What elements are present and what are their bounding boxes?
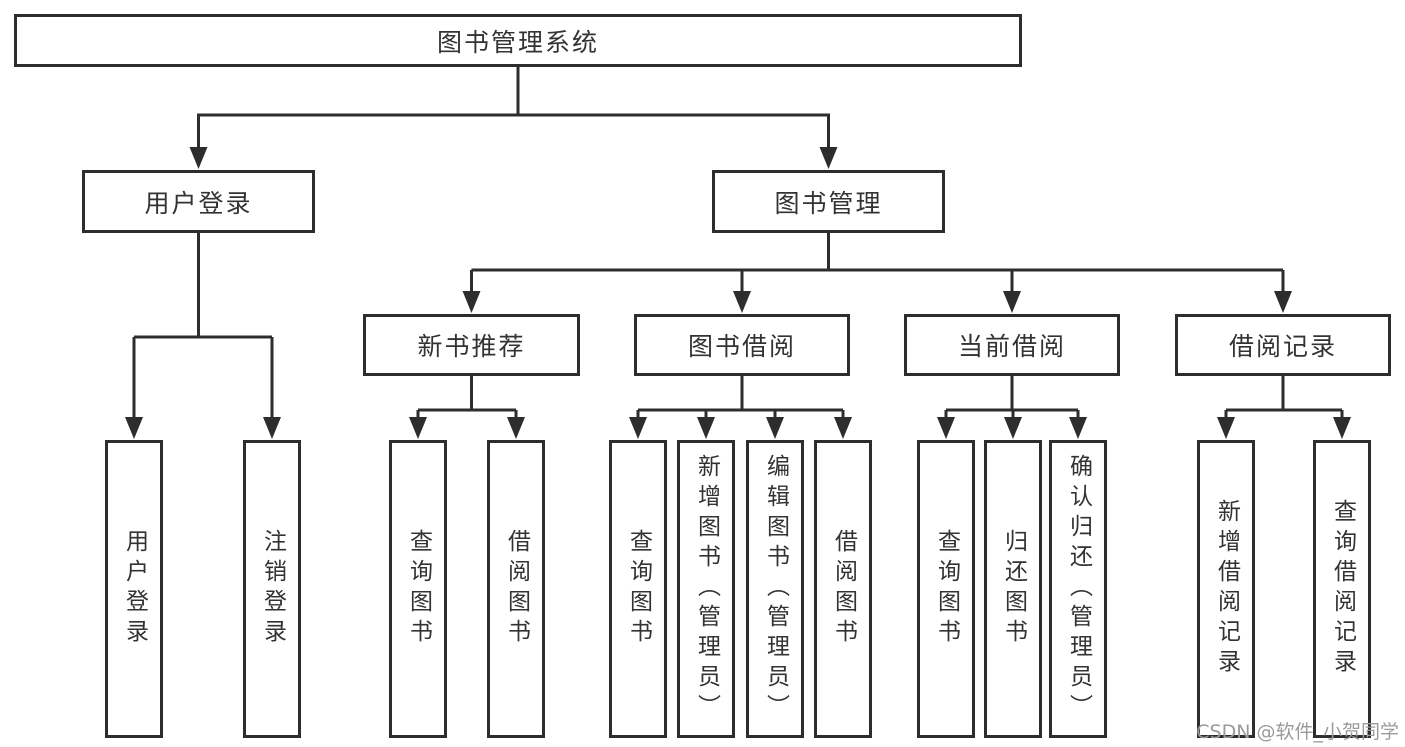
node-root: 图书管理系统 <box>14 14 1022 67</box>
leaf-records-add-record: 新增借阅记录 <box>1197 440 1255 738</box>
leaf-current-query-books: 查询图书 <box>917 440 975 738</box>
arrowhead-borrow-add <box>697 417 715 439</box>
arrowhead-leaf-logout <box>263 417 281 439</box>
connector-login-to-leaves <box>132 233 274 418</box>
connector-records-to-leaves <box>1224 376 1344 418</box>
node-label: 图书借阅 <box>687 332 796 361</box>
leaf-label: 借阅图书 <box>830 529 857 649</box>
node-borrow-records: 借阅记录 <box>1175 314 1391 376</box>
arrowhead-borrow-borrow <box>834 417 852 439</box>
node-book-borrow: 图书借阅 <box>634 314 850 376</box>
leaf-label: 新增图书（管理员） <box>693 454 720 724</box>
leaf-logout-login: 注销登录 <box>243 440 301 738</box>
node-user-login: 用户登录 <box>82 170 315 233</box>
arrowhead-book-management <box>819 147 838 169</box>
arrowhead-user-login <box>189 147 208 169</box>
leaf-label: 编辑图书（管理员） <box>762 454 789 724</box>
connector-current-to-leaves <box>944 376 1080 418</box>
leaf-recommend-borrow-books: 借阅图书 <box>487 440 545 738</box>
arrowhead-new-book-recommend <box>462 291 481 313</box>
leaf-user-login: 用户登录 <box>105 440 163 738</box>
connector-borrow-to-leaves <box>636 376 845 418</box>
arrowhead-current-query <box>937 417 955 439</box>
arrowhead-records-add <box>1217 417 1235 439</box>
connector-recommend-to-leaves <box>416 376 518 418</box>
leaf-label: 查询图书 <box>405 529 432 649</box>
node-current-borrow: 当前借阅 <box>904 314 1120 376</box>
leaf-recommend-query-books: 查询图书 <box>389 440 447 738</box>
leaf-label: 注销登录 <box>259 529 286 649</box>
leaf-label: 用户登录 <box>121 529 148 649</box>
leaf-label: 查询图书 <box>933 529 960 649</box>
arrowhead-leaf-user-login <box>125 417 143 439</box>
leaf-label: 查询图书 <box>625 529 652 649</box>
leaf-label: 新增借阅记录 <box>1213 499 1240 679</box>
connector-mgmt-to-level3 <box>470 233 1285 292</box>
leaf-records-query-record: 查询借阅记录 <box>1313 440 1371 738</box>
leaf-current-confirm-return: 确认归还（管理员） <box>1049 440 1107 738</box>
node-label: 借阅记录 <box>1228 332 1337 361</box>
leaf-borrow-edit-books: 编辑图书（管理员） <box>746 440 804 738</box>
arrowhead-records-query <box>1333 417 1351 439</box>
node-book-management: 图书管理 <box>712 170 945 233</box>
node-new-book-recommend: 新书推荐 <box>363 314 580 376</box>
leaf-label: 确认归还（管理员） <box>1065 454 1092 724</box>
arrowhead-current-return <box>1004 417 1022 439</box>
leaf-borrow-query-books: 查询图书 <box>609 440 667 738</box>
watermark: CSDN @软件_小贺同学 <box>1196 721 1399 743</box>
node-label: 当前借阅 <box>957 332 1066 361</box>
arrowhead-current-confirm <box>1069 417 1087 439</box>
arrowhead-current-borrow <box>1003 291 1021 313</box>
arrowhead-borrow-query <box>629 417 647 439</box>
node-label: 图书管理 <box>774 188 883 218</box>
node-label: 用户登录 <box>144 188 253 218</box>
node-label: 新书推荐 <box>417 332 526 361</box>
arrowhead-borrow-edit <box>766 417 784 439</box>
node-label: 图书管理系统 <box>436 27 599 57</box>
connector-root-to-level2 <box>197 67 830 148</box>
leaf-current-return-books: 归还图书 <box>984 440 1042 738</box>
leaf-borrow-add-books: 新增图书（管理员） <box>677 440 735 738</box>
arrowhead-book-borrow <box>733 291 751 313</box>
leaf-label: 查询借阅记录 <box>1329 499 1356 679</box>
arrowhead-recommend-borrow <box>507 417 525 439</box>
leaf-borrow-borrow-books: 借阅图书 <box>814 440 872 738</box>
arrowhead-recommend-query <box>409 417 427 439</box>
leaf-label: 归还图书 <box>1000 529 1027 649</box>
arrowhead-borrow-records <box>1274 291 1292 313</box>
leaf-label: 借阅图书 <box>503 529 530 649</box>
